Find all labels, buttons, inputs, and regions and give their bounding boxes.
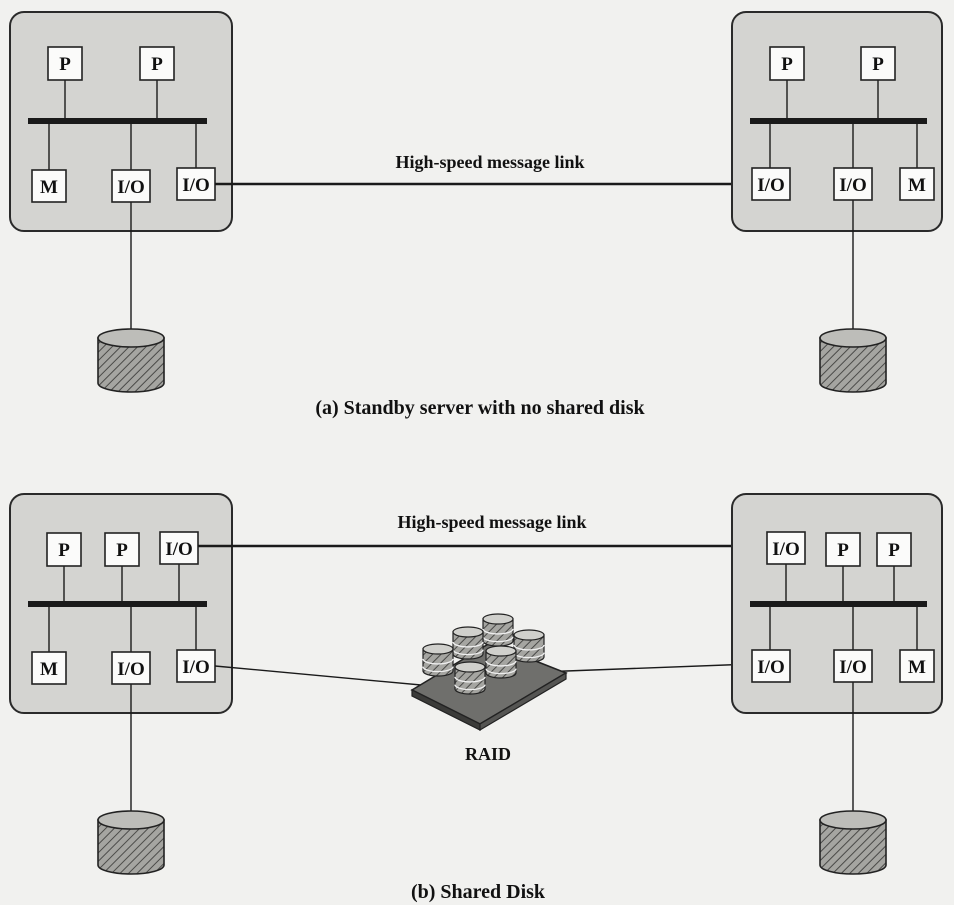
svg-text:M: M: [908, 657, 926, 678]
svg-text:P: P: [58, 540, 70, 561]
svg-text:I/O: I/O: [839, 657, 866, 678]
svg-text:M: M: [40, 659, 58, 680]
raid-cable: [214, 665, 433, 687]
processor-node: P: [876, 532, 912, 567]
raid-label: RAID: [465, 744, 511, 764]
svg-text:I/O: I/O: [117, 659, 144, 680]
raid-disk-icon: [485, 645, 517, 679]
svg-text:I/O: I/O: [182, 175, 209, 196]
server-b-left: P P I/O M I/O I/O: [9, 493, 233, 875]
io-node: I/O: [751, 649, 791, 683]
raid-array-icon: [410, 613, 568, 732]
svg-text:P: P: [116, 540, 128, 561]
processor-node: P: [47, 46, 83, 81]
io-node: I/O: [833, 649, 873, 683]
svg-text:I/O: I/O: [117, 177, 144, 198]
io-node: I/O: [176, 167, 216, 201]
panel-b-caption: (b) Shared Disk: [411, 881, 546, 903]
panel-a: P P M I/O I/O High-speed message link P …: [9, 11, 943, 419]
svg-text:M: M: [908, 175, 926, 196]
panel-b: P P I/O M I/O I/O High-speed message lin…: [9, 493, 943, 903]
raid-disk-icon: [454, 661, 486, 695]
message-link-label: High-speed message link: [395, 152, 584, 172]
svg-text:I/O: I/O: [772, 539, 799, 560]
svg-text:P: P: [59, 54, 71, 75]
server-a-right: P P I/O I/O M: [731, 11, 943, 393]
processor-node: P: [769, 46, 805, 81]
memory-node: M: [899, 649, 935, 683]
processor-node: P: [46, 532, 82, 567]
io-node: I/O: [111, 651, 151, 685]
server-a-left: P P M I/O I/O: [9, 11, 233, 393]
svg-text:P: P: [888, 540, 900, 561]
svg-text:P: P: [151, 54, 163, 75]
message-link-label: High-speed message link: [397, 512, 586, 532]
processor-node: P: [104, 532, 140, 567]
svg-text:P: P: [872, 54, 884, 75]
memory-node: M: [31, 651, 67, 685]
server-b-right: I/O P P I/O I/O M: [731, 493, 943, 875]
disk-icon: [819, 328, 887, 393]
io-node: I/O: [111, 169, 151, 203]
memory-node: M: [31, 169, 67, 203]
io-node: I/O: [751, 167, 791, 201]
svg-text:P: P: [781, 54, 793, 75]
raid-disk-icon: [513, 629, 545, 663]
raid-disk-icon: [452, 626, 484, 660]
io-node: I/O: [159, 531, 199, 565]
svg-text:I/O: I/O: [757, 657, 784, 678]
memory-node: M: [899, 167, 935, 201]
io-node: I/O: [766, 531, 806, 565]
io-node: I/O: [176, 649, 216, 683]
disk-icon: [819, 810, 887, 875]
io-node: I/O: [833, 167, 873, 201]
svg-text:I/O: I/O: [182, 657, 209, 678]
svg-text:I/O: I/O: [757, 175, 784, 196]
svg-text:I/O: I/O: [839, 175, 866, 196]
disk-icon: [97, 810, 165, 875]
disk-icon: [97, 328, 165, 393]
processor-node: P: [139, 46, 175, 81]
raid-cable: [539, 663, 753, 673]
raid-disk-icon: [422, 643, 454, 677]
panel-a-caption: (a) Standby server with no shared disk: [315, 397, 645, 419]
svg-text:M: M: [40, 177, 58, 198]
raid-disk-icon: [482, 613, 514, 647]
processor-node: P: [860, 46, 896, 81]
svg-text:I/O: I/O: [165, 539, 192, 560]
svg-text:P: P: [837, 540, 849, 561]
processor-node: P: [825, 532, 861, 567]
